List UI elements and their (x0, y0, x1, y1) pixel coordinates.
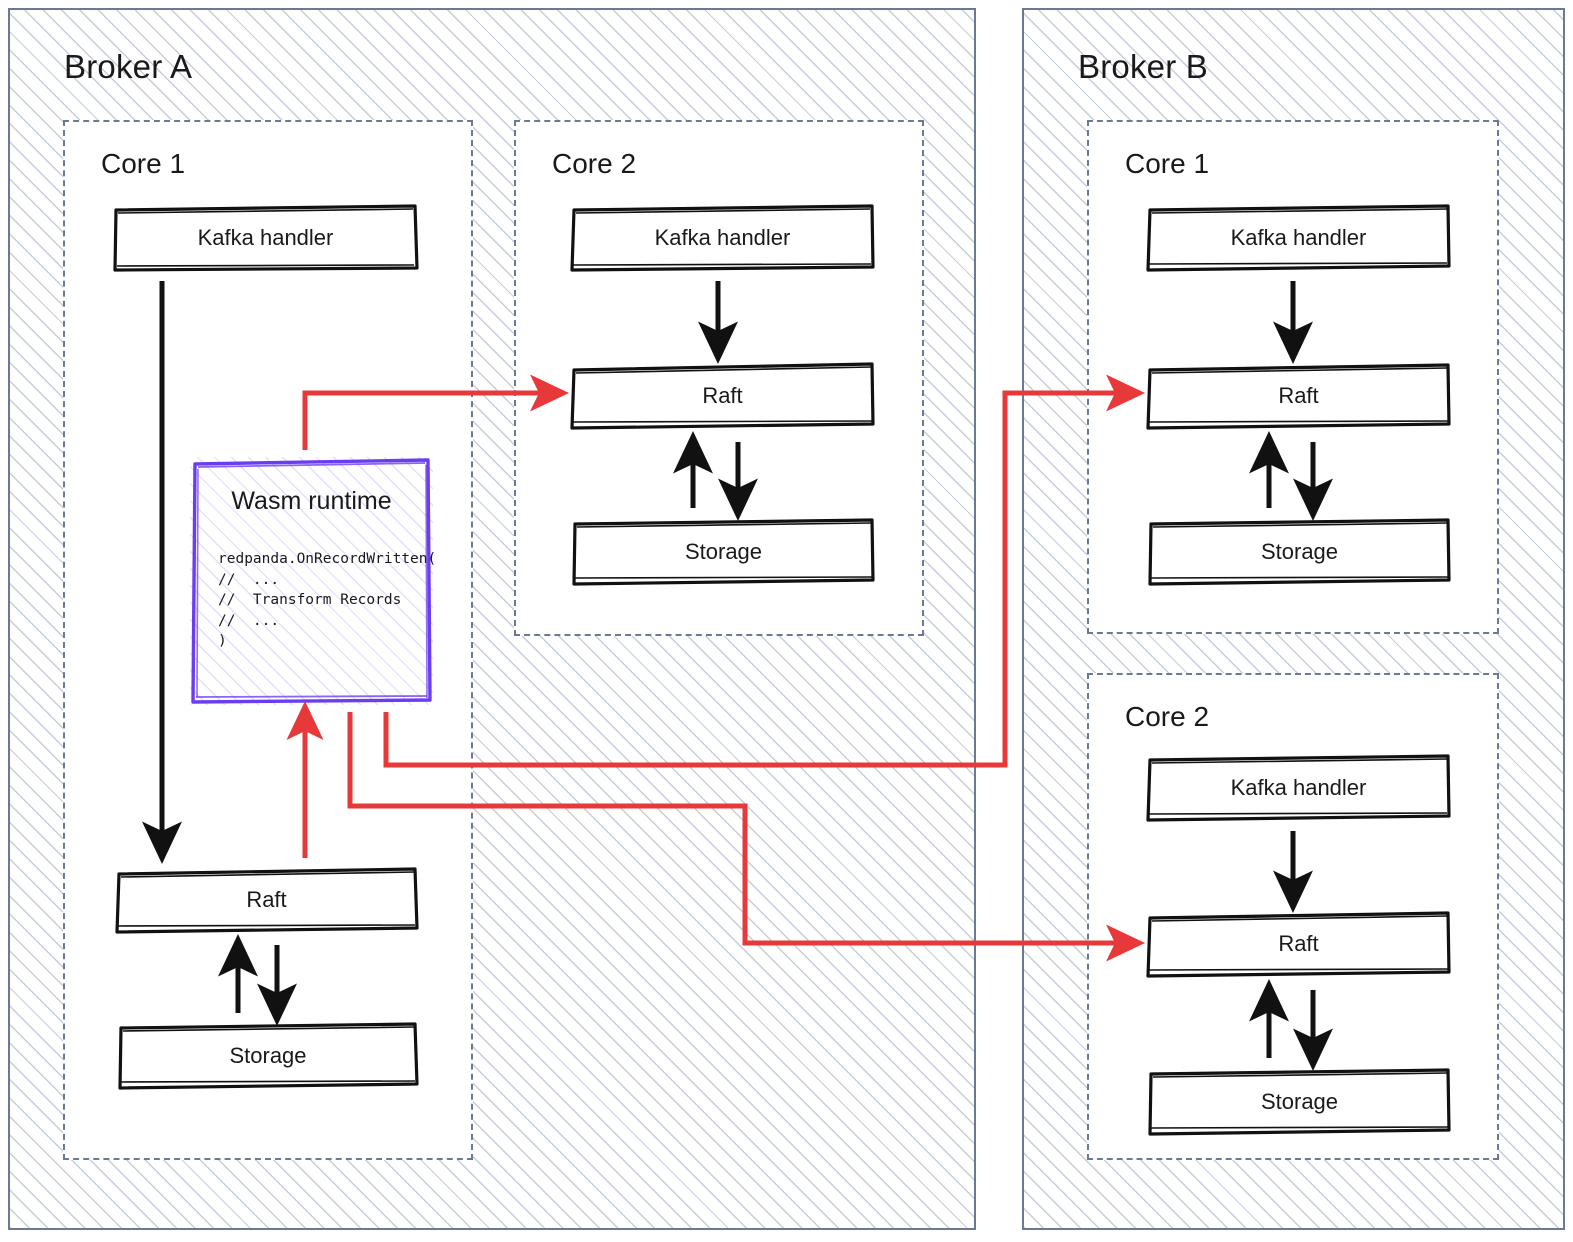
wasm-runtime-code: redpanda.OnRecordWritten( // ... // Tran… (218, 551, 437, 650)
node-a2-kafka-handler[interactable]: Kafka handler (570, 204, 875, 272)
node-b1-raft[interactable]: Raft (1146, 362, 1451, 430)
node-a1-raft[interactable]: Raft (115, 866, 419, 934)
broker-b-core-1-title: Core 1 (1125, 148, 1210, 179)
node-b2-kafka-handler[interactable]: Kafka handler (1146, 754, 1451, 822)
node-a1-storage[interactable]: Storage (118, 1022, 419, 1090)
node-a1-wasm-runtime[interactable]: Wasm runtime redpanda.OnRecordWritten( /… (190, 457, 437, 705)
broker-a-title: Broker A (64, 48, 193, 85)
node-a2-storage[interactable]: Storage (572, 518, 875, 586)
node-b1-kafka-handler[interactable]: Kafka handler (1146, 204, 1451, 272)
node-b2-raft[interactable]: Raft (1146, 910, 1451, 978)
node-b1-storage[interactable]: Storage (1148, 518, 1451, 586)
node-a1-kafka-handler[interactable]: Kafka handler (113, 204, 419, 272)
node-a2-raft[interactable]: Raft (570, 362, 875, 430)
broker-a-core-1-title: Core 1 (101, 148, 186, 179)
node-b2-storage[interactable]: Storage (1148, 1068, 1451, 1136)
wasm-runtime-title: Wasm runtime (231, 487, 392, 515)
broker-b-title: Broker B (1078, 48, 1208, 85)
broker-a-core-2-title: Core 2 (552, 148, 637, 179)
broker-b-core-2-title: Core 2 (1125, 701, 1210, 732)
